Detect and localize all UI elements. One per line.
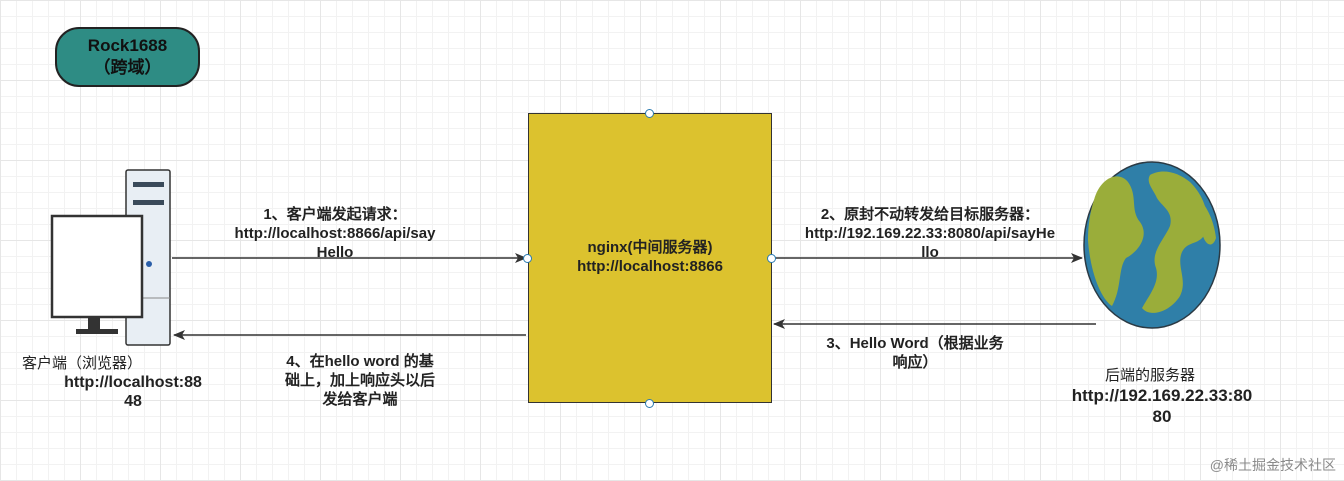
step1-line2: http://localhost:8866/api/say [234, 225, 436, 242]
server-url-line1: http://192.169.22.33:80 [1071, 386, 1253, 405]
watermark: @稀土掘金技术社区 [1209, 457, 1336, 473]
step3-label: 3、Hello Word（根据业务 响应） [790, 334, 1040, 372]
step1-line3: Hello [316, 244, 354, 261]
server-url: http://192.169.22.33:80 80 [1042, 385, 1282, 427]
step2-line2: http://192.169.22.33:8080/api/sayHe [804, 225, 1056, 242]
globe-icon [1083, 161, 1221, 329]
diagram-title-line1: Rock1688 [87, 36, 168, 55]
step2-line3: llo [921, 244, 939, 261]
step2-label: 2、原封不动转发给目标服务器： http://192.169.22.33:808… [765, 205, 1095, 262]
left-handle[interactable] [523, 254, 532, 263]
step3-line1: 3、Hello Word（根据业务 [826, 335, 1004, 352]
step4-line3: 发给客户端 [322, 391, 398, 408]
client-name: 客户端（浏览器） [22, 355, 143, 372]
bottom-handle[interactable] [645, 399, 654, 408]
server-name: 后端的服务器 [1104, 367, 1195, 384]
client-url-line2: 48 [124, 393, 142, 410]
server-url-line2: 80 [1152, 407, 1172, 426]
diagram-title: Rock1688 （跨域） [55, 27, 200, 87]
step2-line1: 2、原封不动转发给目标服务器： [820, 206, 1040, 223]
step4-label: 4、在hello word 的基 础上，加上响应头以后 发给客户端 [250, 352, 470, 409]
step3-line2: 响应） [892, 354, 938, 371]
nginx-label: nginx(中间服务器) http://localhost:8866 [528, 238, 772, 276]
diagram-title-line2: （跨域） [93, 58, 162, 77]
step1-label: 1、客户端发起请求： http://localhost:8866/api/say… [190, 205, 480, 262]
top-handle[interactable] [645, 109, 654, 118]
nginx-name: nginx(中间服务器) [587, 239, 713, 256]
step1-line1: 1、客户端发起请求： [263, 206, 407, 223]
nginx-url: http://localhost:8866 [577, 258, 723, 275]
right-handle[interactable] [767, 254, 776, 263]
computer-icon [50, 169, 171, 346]
client-url-line1: http://localhost:88 [64, 374, 202, 391]
nginx-server-box[interactable] [528, 113, 772, 403]
step4-line2: 础上，加上响应头以后 [284, 372, 435, 389]
step4-line1: 4、在hello word 的基 [286, 353, 434, 370]
client-url: http://localhost:88 48 [38, 373, 228, 411]
